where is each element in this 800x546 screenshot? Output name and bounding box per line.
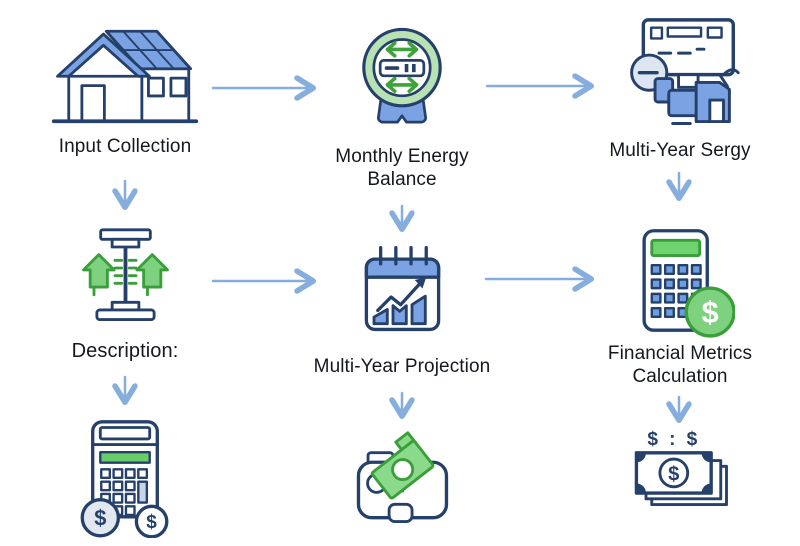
node-label: Input Collection xyxy=(58,135,192,157)
node-banknotes: $ : $ $ xyxy=(570,426,790,527)
dollar-glyph: $ xyxy=(702,296,719,330)
camera-banknote-icon xyxy=(356,431,449,523)
node-label: Multi-Year Sergy xyxy=(609,140,751,162)
dollar-glyph: $ xyxy=(94,505,106,530)
node-camera-money xyxy=(292,424,512,529)
press-growth-arrows-icon xyxy=(81,228,169,321)
node-input-collection: Input Collection xyxy=(15,20,235,158)
node-label: Description: xyxy=(71,340,179,363)
energy-meter-icon xyxy=(362,27,442,124)
computer-workstation-icon xyxy=(630,18,740,125)
banknotes-dollar-icon: $ : $ $ xyxy=(634,429,728,507)
node-description: Description: xyxy=(15,226,235,363)
dollar-glyph: $ xyxy=(668,464,679,486)
node-multi-year-sergy: Multi-Year Sergy xyxy=(570,14,790,162)
house-solar-panels-icon xyxy=(51,29,199,124)
node-multi-year-projection: Multi-Year Projection xyxy=(292,242,512,378)
node-label: Monthly Energy Balance xyxy=(335,146,469,191)
calendar-growth-chart-icon xyxy=(364,246,440,332)
node-monthly-energy-balance: Monthly Energy Balance xyxy=(292,24,512,191)
node-financial-metrics-calculation: $ Financial Metrics Calculation xyxy=(570,225,790,388)
calculator-dollar-icon: $ xyxy=(642,229,735,338)
calculator-coins-icon: $ $ xyxy=(80,420,169,538)
node-label: Multi-Year Projection xyxy=(313,356,491,377)
node-calculator-coins: $ $ xyxy=(15,418,235,538)
money-symbols-glyph: $ : $ xyxy=(647,429,700,450)
node-label: Financial Metrics Calculation xyxy=(607,342,753,387)
dollar-glyph: $ xyxy=(146,512,157,533)
